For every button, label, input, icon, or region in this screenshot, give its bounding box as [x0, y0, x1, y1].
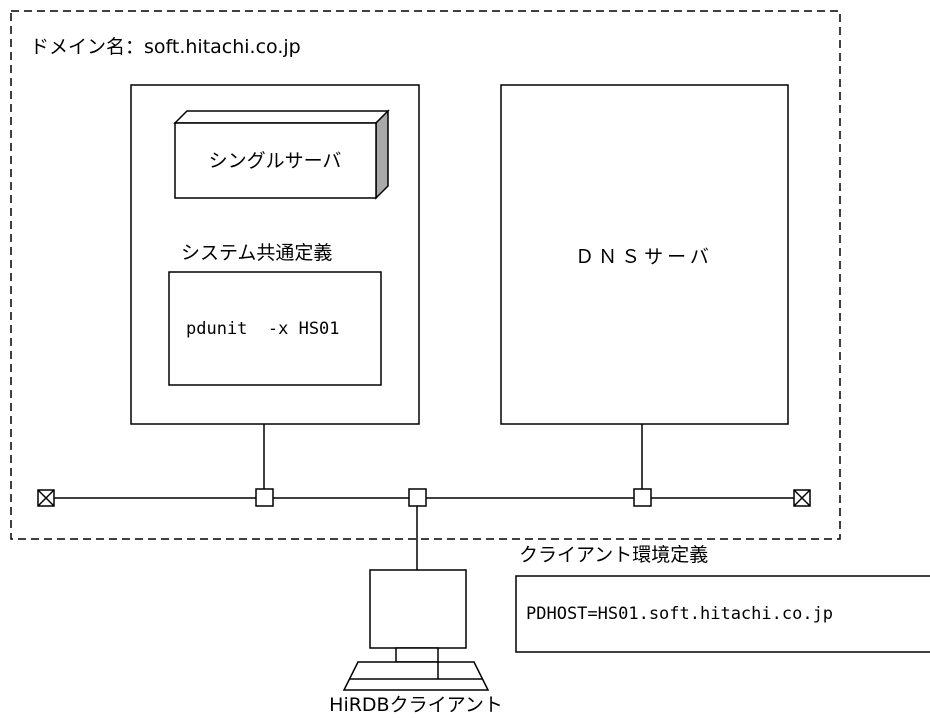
node-dns-server	[633, 488, 652, 507]
client-label: HiRDBクライアント	[329, 694, 503, 716]
terminator-left	[37, 489, 55, 507]
environment-definition-title: クライアント環境定義	[519, 544, 708, 566]
single-server-block: シングルサーバ	[173, 109, 390, 200]
terminator-right	[793, 489, 811, 507]
environment-definition-box	[515, 575, 930, 653]
dns-server-label: ＤＮＳサーバ	[575, 246, 713, 268]
node-client	[408, 488, 427, 507]
client-computer-icon	[342, 569, 490, 691]
system-definition-title: システム共通定義	[181, 242, 332, 264]
domain-label: ドメイン名：soft.hitachi.co.jp	[30, 36, 301, 58]
node-single-server	[255, 488, 274, 507]
single-server-label: シングルサーバ	[209, 150, 342, 172]
system-definition-box	[168, 271, 382, 386]
environment-definition-content: PDHOST=HS01.soft.hitachi.co.jp	[526, 604, 833, 624]
domain-boundary	[10, 10, 841, 540]
dns-server-box	[500, 84, 789, 425]
system-definition-content: pdunit -x HS01	[186, 319, 340, 339]
single-server-box	[130, 84, 420, 425]
